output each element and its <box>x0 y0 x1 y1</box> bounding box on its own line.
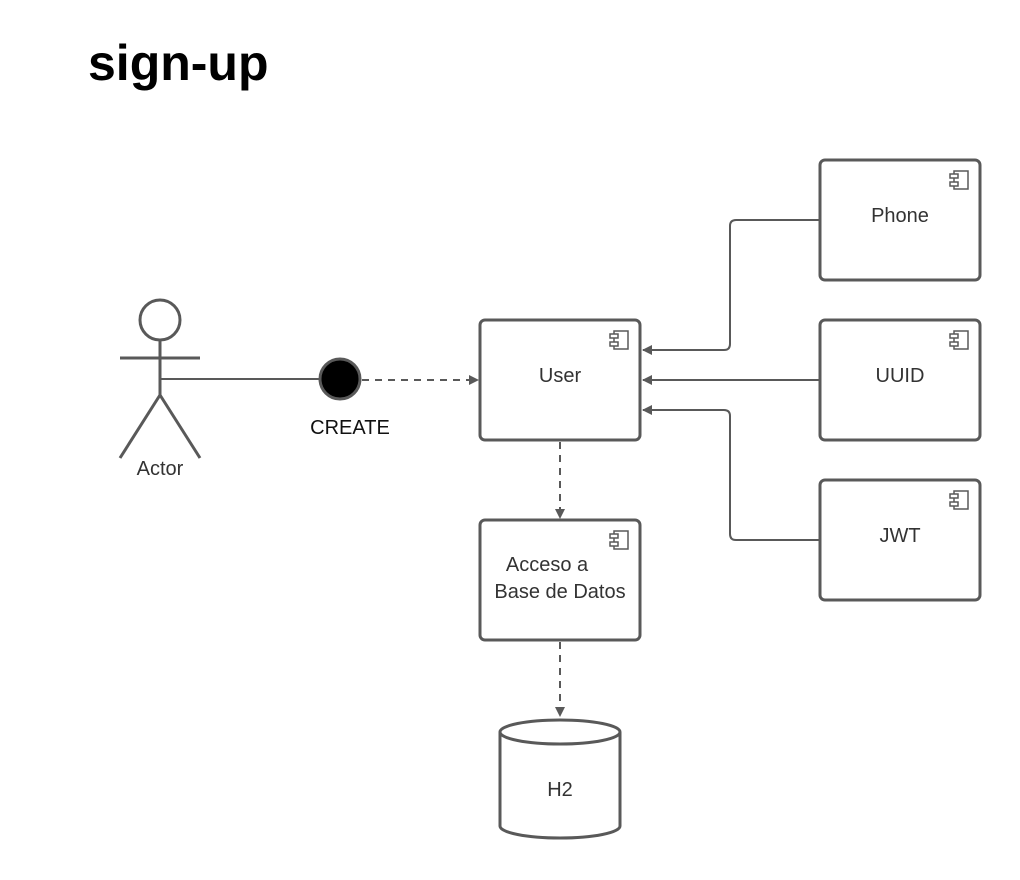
phone-component-label: Phone <box>871 205 929 227</box>
interface-label: CREATE <box>310 417 390 439</box>
phone-user-connector <box>642 219 820 355</box>
database-cylinder-icon <box>498 732 622 840</box>
uuid-component-label: UUID <box>876 365 925 387</box>
page-title: sign-up <box>88 35 269 91</box>
database-top-icon <box>498 718 622 746</box>
user-component[interactable]: User <box>478 318 642 442</box>
db-access-component[interactable]: Acceso a Base de Datos <box>478 518 642 642</box>
interface-circle-icon <box>318 357 362 401</box>
jwt-user-connector <box>642 405 820 541</box>
actor-right-leg-icon <box>158 394 202 459</box>
actor[interactable]: Actor <box>118 298 202 480</box>
db-access-label-line1: Acceso a <box>506 554 589 576</box>
db-access-label-line2: Base de Datos <box>494 581 625 603</box>
jwt-component-label: JWT <box>879 525 920 547</box>
actor-label: Actor <box>137 458 184 480</box>
actor-head-icon <box>138 298 182 342</box>
phone-component[interactable]: Phone <box>818 158 982 282</box>
jwt-component[interactable]: JWT <box>818 478 982 602</box>
database-label: H2 <box>547 779 573 801</box>
uuid-component[interactable]: UUID <box>818 318 982 442</box>
create-interface[interactable]: CREATE <box>310 357 390 439</box>
h2-database[interactable]: H2 <box>498 718 622 840</box>
user-component-label: User <box>539 365 582 387</box>
actor-left-leg-icon <box>118 394 162 459</box>
